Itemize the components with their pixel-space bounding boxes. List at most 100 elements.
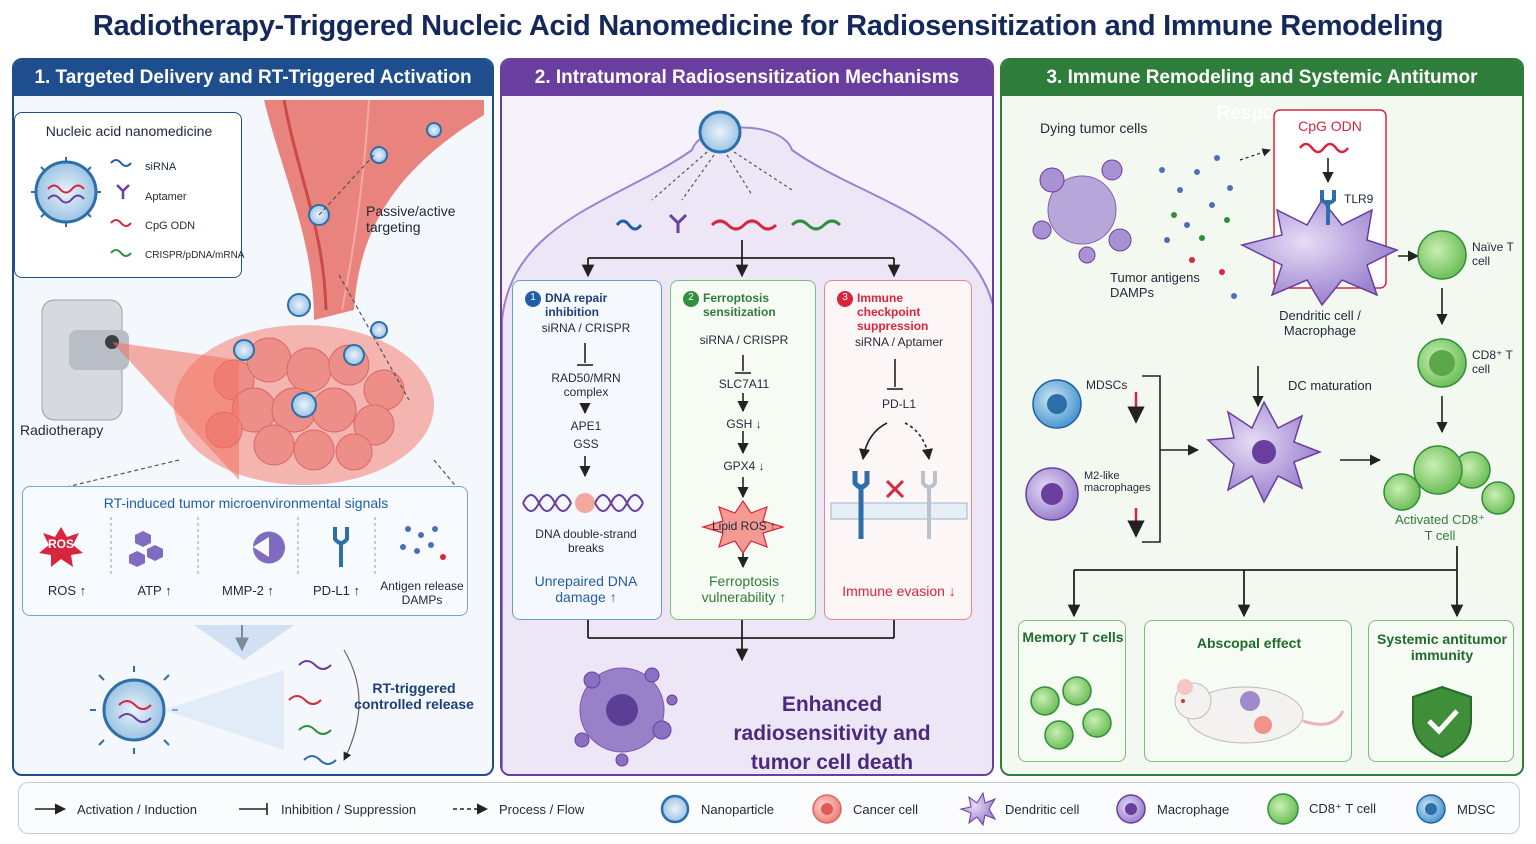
radiotherapy-label: Radiotherapy xyxy=(20,422,104,438)
ros-badge: ROS xyxy=(47,537,74,551)
col2-outcome: Ferroptosis vulnerability ↑ xyxy=(701,573,787,605)
panel-immune-remodeling: 3. Immune Remodeling and Systemic Antitu… xyxy=(1000,58,1524,776)
macrophage-icon xyxy=(1116,794,1146,824)
col1-agent: siRNA / CRISPR xyxy=(541,321,631,335)
nano-item-crispr: CRISPR/pDNA/mRNA xyxy=(145,250,245,261)
col2-agent: siRNA / CRISPR xyxy=(699,333,789,347)
tlr9-label: TLR9 xyxy=(1344,192,1374,206)
col1-target3: GSS xyxy=(573,437,599,451)
panel2-header: 2. Intratumoral Radiosensitization Mecha… xyxy=(502,60,992,96)
cpg-label: CpG ODN xyxy=(1298,118,1362,134)
mdscs-label: MDSCs xyxy=(1086,378,1128,392)
nanomedicine-box-title: Nucleic acid nanomedicine xyxy=(45,123,213,139)
mdsc-icon xyxy=(1416,794,1446,824)
systemic-box: Systemic antitumor immunity xyxy=(1368,620,1514,762)
activation-arrow-icon xyxy=(35,803,67,815)
legend-inhibition-label: Inhibition / Suppression xyxy=(281,801,417,817)
legend-dendritic-cell: Dendritic cell xyxy=(957,783,1079,835)
panel3-illustration xyxy=(1025,109,1515,618)
systemic-label: Systemic antitumor immunity xyxy=(1377,631,1507,663)
signal-icons xyxy=(39,517,446,577)
memory-cells-icon xyxy=(1030,676,1112,750)
legend-inhibition: Inhibition / Suppression xyxy=(237,783,416,835)
dc-label: Dendritic cell / Macrophage xyxy=(1279,308,1361,338)
legend-mdsc-label: MDSC xyxy=(1457,801,1496,817)
ferroptosis-column: 2 Ferroptosis sensitization siRNA / CRIS… xyxy=(670,280,816,620)
signals-title: RT-induced tumor microenvironmental sign… xyxy=(103,495,389,511)
legend: Activation / Induction Inhibition / Supp… xyxy=(18,782,1520,834)
inhibition-bar-icon xyxy=(239,803,268,815)
col1-effect: DNA double-strand breaks xyxy=(535,527,637,555)
legend-mdsc: MDSC xyxy=(1413,783,1495,835)
col1-number: 1 xyxy=(530,292,536,303)
legend-process: Process / Flow xyxy=(451,783,584,835)
col1-title: DNA repair inhibition xyxy=(545,291,608,319)
dc-maturation-label: DC maturation xyxy=(1288,378,1372,393)
checkpoint-column: 3 Immune checkpoint suppression siRNA / … xyxy=(824,280,972,620)
legend-cancer-cell-label: Cancer cell xyxy=(853,801,919,817)
targeting-label: Passive/active targeting xyxy=(366,203,456,235)
dna-repair-column: 1 DNA repair inhibition siRNA / CRISPR R… xyxy=(512,280,662,620)
nanomedicine-box: Nucleic acid nanomedicine siRNA Aptamer … xyxy=(14,112,245,278)
final-outcome: Enhanced radiosensitivity and tumor cell… xyxy=(733,693,931,774)
legend-nanoparticle: Nanoparticle xyxy=(657,783,774,835)
col1-target: RAD50/MRN complex xyxy=(551,371,621,399)
nano-item-sirna: siRNA xyxy=(145,161,177,173)
page-title: Radiotherapy-Triggered Nucleic Acid Nano… xyxy=(92,10,1444,42)
abscopal-label: Abscopal effect xyxy=(1196,635,1302,651)
panel-targeted-delivery: 1. Targeted Delivery and RT-Triggered Ac… xyxy=(12,58,494,776)
nano-item-cpg: CpG ODN xyxy=(145,220,196,232)
panel1-header: 1. Targeted Delivery and RT-Triggered Ac… xyxy=(14,60,492,96)
signal-atp: ATP ↑ xyxy=(137,583,172,598)
legend-dendritic-cell-label: Dendritic cell xyxy=(1005,801,1080,817)
col3-number: 3 xyxy=(842,292,848,303)
signal-mmp2: MMP-2 ↑ xyxy=(222,583,274,598)
panel-radiosensitization: 2. Intratumoral Radiosensitization Mecha… xyxy=(500,58,994,776)
signal-pdl1: PD-L1 ↑ xyxy=(313,583,360,598)
m2-label: M2-like macrophages xyxy=(1084,470,1151,494)
nano-item-aptamer: Aptamer xyxy=(145,191,187,203)
signal-ros: ROS ↑ xyxy=(47,583,87,598)
col3-outcome: Immune evasion ↓ xyxy=(842,583,956,599)
legend-macrophage: Macrophage xyxy=(1113,783,1229,835)
dashed-arrow-icon xyxy=(453,803,489,815)
cd8-label: CD8⁺ T cell xyxy=(1472,348,1513,376)
legend-cd8-t-cell-label: CD8⁺ T cell xyxy=(1309,801,1377,816)
nanoparticle-icon xyxy=(660,794,690,824)
col2-target3: GPX4 ↓ xyxy=(723,459,765,473)
col2-title: Ferroptosis sensitization xyxy=(703,291,776,319)
antigens-label: Tumor antigens DAMPs xyxy=(1110,270,1200,300)
panel3-header: 3. Immune Remodeling and Systemic Antitu… xyxy=(1002,60,1522,124)
signal-antigen: Antigen release DAMPs xyxy=(380,579,464,607)
col1-target2: APE1 xyxy=(570,419,602,433)
cd8-t-cell-icon xyxy=(1267,793,1299,825)
legend-process-label: Process / Flow xyxy=(499,801,585,817)
memory-label: Memory T cells xyxy=(1022,629,1124,645)
col1-outcome: Unrepaired DNA damage ↑ xyxy=(534,573,638,605)
col2-target2: GSH ↓ xyxy=(726,417,762,431)
legend-nanoparticle-label: Nanoparticle xyxy=(701,801,774,817)
col3-target: PD-L1 xyxy=(881,397,916,411)
legend-cd8-t-cell: CD8⁺ T cell xyxy=(1265,783,1376,835)
panel1-illustration xyxy=(41,99,484,765)
mouse-icon xyxy=(1174,679,1345,744)
legend-cancer-cell: Cancer cell xyxy=(809,783,918,835)
col2-number: 2 xyxy=(688,292,694,303)
col2-effect: Lipid ROS ↑ xyxy=(711,519,777,533)
legend-activation-label: Activation / Induction xyxy=(77,801,197,817)
naive-label: Naïve T cell xyxy=(1472,240,1514,268)
col3-title: Immune checkpoint suppression xyxy=(857,291,929,333)
col3-agent: siRNA / Aptamer xyxy=(854,335,944,349)
dying-label: Dying tumor cells xyxy=(1040,120,1148,136)
abscopal-box: Abscopal effect xyxy=(1144,620,1352,762)
nanoparticle-icon xyxy=(31,157,101,227)
signals-box: RT-induced tumor microenvironmental sign… xyxy=(22,486,468,616)
legend-macrophage-label: Macrophage xyxy=(1157,801,1230,817)
shield-check-icon xyxy=(1412,685,1472,759)
release-label: RT-triggered controlled release xyxy=(354,680,474,712)
col2-target: SLC7A11 xyxy=(718,377,770,391)
cancer-cell-icon xyxy=(812,794,842,824)
dendritic-cell-icon xyxy=(959,791,997,827)
activated-label: Activated CD8⁺ T cell xyxy=(1395,512,1485,543)
memory-box: Memory T cells xyxy=(1018,620,1126,762)
